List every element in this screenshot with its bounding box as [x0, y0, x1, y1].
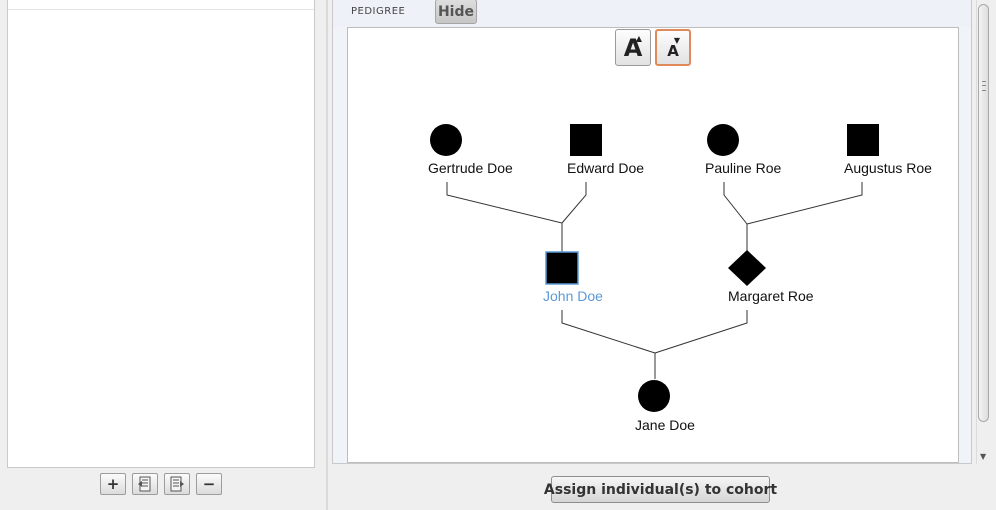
- individual-name[interactable]: Pauline Roe: [705, 160, 781, 176]
- import-button[interactable]: [132, 473, 158, 495]
- scrollbar-thumb[interactable]: [978, 4, 989, 422]
- caret-down-icon: ▼: [673, 36, 680, 45]
- minus-icon: −: [202, 475, 216, 493]
- plus-icon: +: [106, 475, 120, 493]
- individual-name[interactable]: Gertrude Doe: [428, 160, 513, 176]
- list-import-icon: [138, 476, 151, 492]
- right-panel: PEDIGREE Hide A ▲ A ▼: [328, 0, 996, 510]
- caret-up-icon: ▲: [635, 34, 642, 43]
- individual-symbol-unknown-sex[interactable]: [728, 250, 766, 286]
- individual-symbol-male-selected[interactable]: [545, 251, 579, 285]
- scroll-down-icon[interactable]: ▼: [980, 452, 987, 461]
- left-panel: + −: [0, 0, 326, 510]
- font-decrease-glyph: A: [667, 41, 679, 60]
- individual-name[interactable]: Edward Doe: [567, 160, 644, 176]
- assign-cohort-button[interactable]: Assign individual(s) to cohort: [544, 476, 777, 503]
- export-button[interactable]: [164, 473, 190, 495]
- connector-line: [446, 182, 563, 252]
- individual-symbol-female[interactable]: [707, 124, 739, 156]
- pedigree-section: PEDIGREE Hide A ▲ A ▼: [332, 0, 972, 464]
- font-increase-glyph: A: [623, 33, 643, 62]
- decrease-font-button[interactable]: A ▼: [655, 29, 691, 66]
- individual-name[interactable]: Jane Doe: [635, 417, 695, 433]
- individual-symbol-male[interactable]: [847, 124, 879, 156]
- individual-symbol-male[interactable]: [570, 124, 602, 156]
- grip-icon: [982, 81, 986, 91]
- individual-symbol-female[interactable]: [638, 380, 670, 412]
- connector-line: [723, 182, 748, 252]
- connector-line: [561, 182, 587, 224]
- panel-divider[interactable]: [326, 0, 328, 510]
- hide-button[interactable]: Hide: [435, 0, 477, 24]
- list-toolbar: + −: [100, 473, 222, 495]
- vertical-scrollbar[interactable]: ▼: [976, 0, 990, 464]
- remove-button[interactable]: −: [196, 473, 222, 495]
- section-title: PEDIGREE: [351, 6, 406, 17]
- list-export-icon: [170, 476, 184, 492]
- individual-name-selected[interactable]: John Doe: [543, 288, 603, 304]
- connector-line: [654, 310, 748, 354]
- pedigree-canvas[interactable]: A ▲ A ▼: [347, 27, 959, 463]
- add-button[interactable]: +: [100, 473, 126, 495]
- pedigree-header: PEDIGREE Hide: [333, 0, 971, 27]
- individual-symbol-female[interactable]: [430, 124, 462, 156]
- individual-list[interactable]: [7, 0, 315, 468]
- list-item[interactable]: [8, 0, 314, 10]
- increase-font-button[interactable]: A ▲: [615, 29, 651, 66]
- individual-name[interactable]: Margaret Roe: [728, 288, 814, 304]
- connector-line: [561, 310, 656, 379]
- connector-line: [746, 182, 863, 225]
- pedigree-diagram: Gertrude Doe Edward Doe Pauline Roe Augu…: [428, 124, 932, 433]
- individual-name[interactable]: Augustus Roe: [844, 160, 932, 176]
